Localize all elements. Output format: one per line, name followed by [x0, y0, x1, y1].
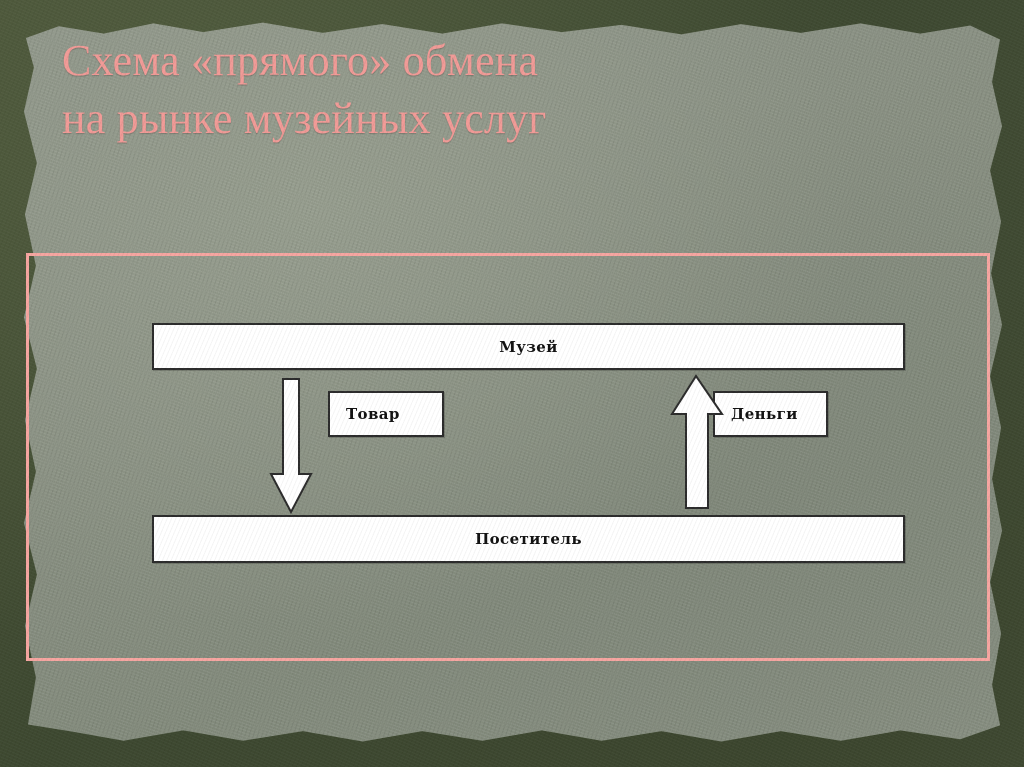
diagram-label-goods: Товар: [328, 391, 444, 437]
diagram-label-money: Деньги: [713, 391, 828, 437]
arrow-up-icon: [670, 374, 724, 509]
arrow-down-icon: [269, 378, 313, 515]
diagram-node-visitor: Посетитель: [152, 515, 905, 563]
diagram-label-goods-text: Товар: [346, 405, 400, 423]
diagram-node-visitor-label: Посетитель: [475, 530, 582, 548]
diagram-node-museum: Музей: [152, 323, 905, 370]
content-frame: [26, 253, 990, 661]
diagram-node-museum-label: Музей: [499, 337, 558, 356]
diagram-label-money-text: Деньги: [731, 405, 798, 423]
page-title: Схема «прямого» обмена на рынке музейных…: [62, 36, 547, 144]
